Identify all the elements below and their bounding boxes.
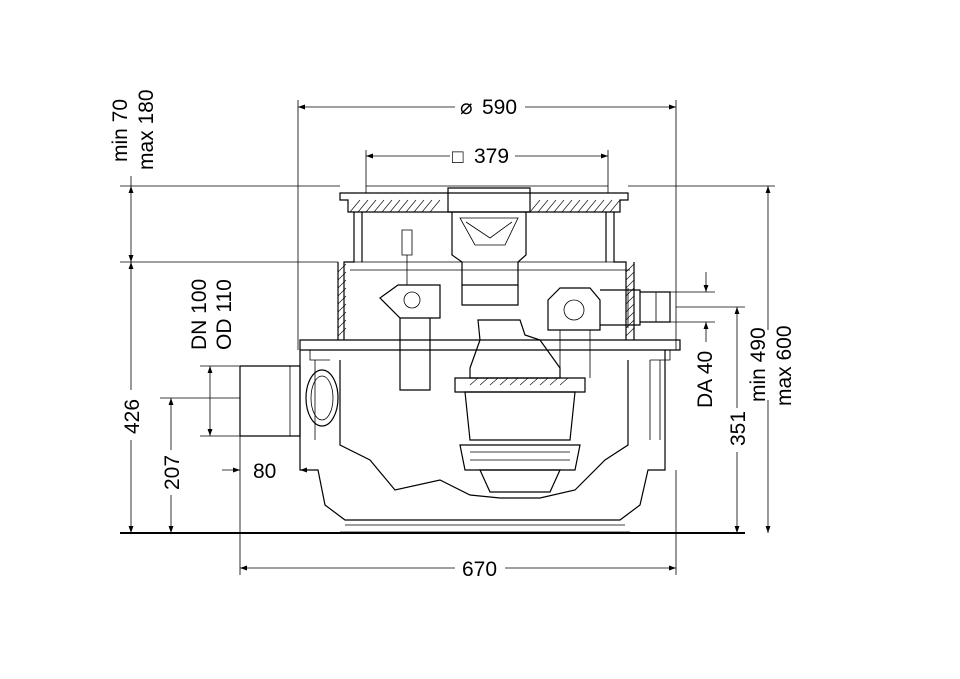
inlet-pipe	[239, 365, 339, 437]
inlet-offset-80-label: 80	[253, 460, 276, 483]
total-min-label: min 490	[747, 327, 770, 402]
inlet-dn-label: DN 100	[188, 279, 211, 350]
diameter-symbol: ⌀	[460, 96, 473, 119]
inlet-od-label: OD 110	[213, 279, 236, 350]
square-379-label: 379	[474, 145, 509, 168]
total-max-label: max 600	[773, 325, 796, 406]
square-symbol: □	[452, 147, 464, 168]
cover-max-label: max 180	[135, 89, 158, 170]
tank-body	[120, 185, 745, 534]
height-426-label: 426	[121, 399, 144, 434]
dimension-lines	[120, 100, 775, 575]
cover-min-label: min 70	[109, 99, 132, 162]
outlet-da-label: DA 40	[694, 351, 717, 408]
outlet-height-351-label: 351	[727, 411, 750, 446]
width-670-label: 670	[462, 558, 497, 581]
inner-fittings	[379, 187, 671, 493]
diameter-590-label: 590	[482, 96, 517, 119]
dimension-labels: ⌀ 590 □ 379 min 70 max 180 426 207 DN 10…	[109, 89, 796, 581]
inlet-height-207-label: 207	[161, 455, 184, 490]
